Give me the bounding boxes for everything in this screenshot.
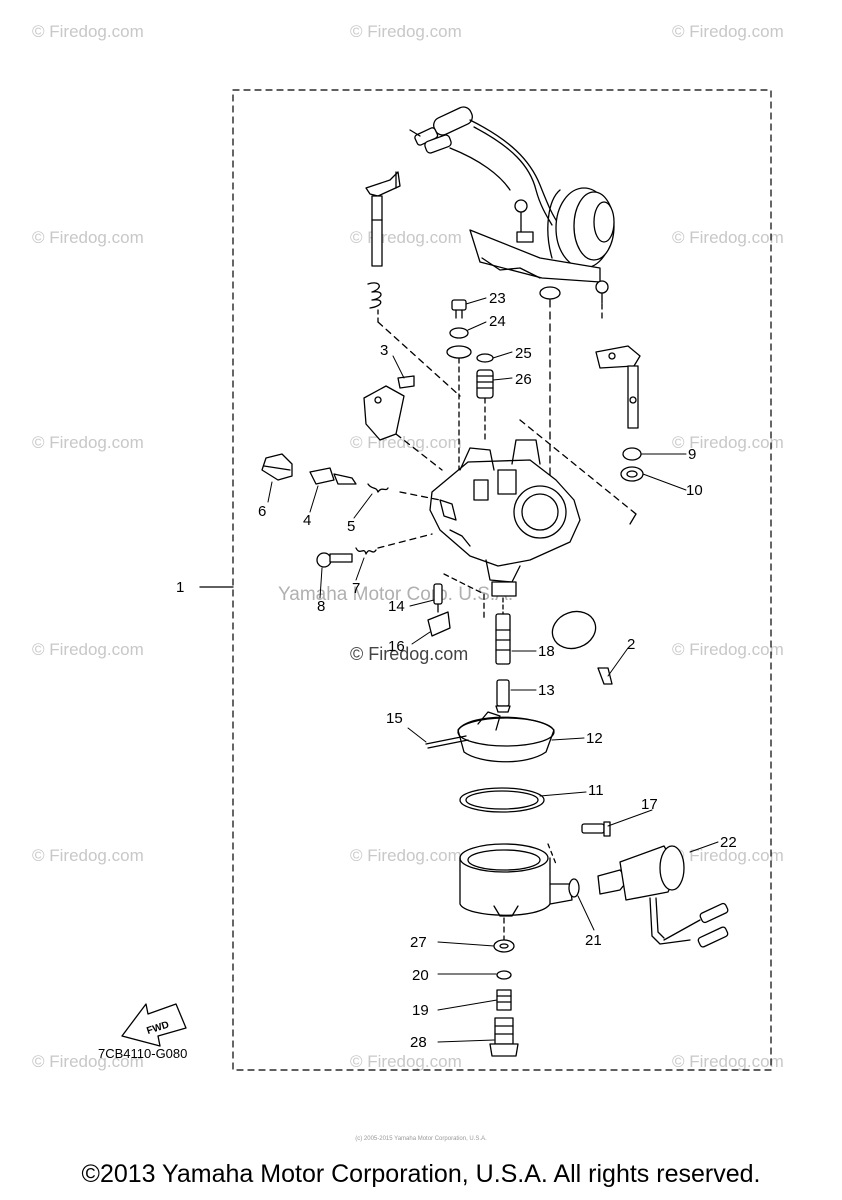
watermark: © Firedog.com — [672, 433, 784, 452]
label-part-5: 5 — [347, 518, 356, 535]
label-part-6: 6 — [258, 503, 267, 520]
throttle-shaft — [365, 171, 461, 397]
mixture-screw-group — [261, 453, 441, 501]
watermark: © Firedog.com — [32, 640, 144, 659]
label-part-16: 16 — [388, 638, 405, 655]
copyright-footer: ©2013 Yamaha Motor Corporation, U.S.A. A… — [81, 1160, 761, 1188]
label-part-22: 22 — [720, 834, 737, 851]
label-part-4: 4 — [303, 512, 312, 529]
label-part-23: 23 — [489, 290, 506, 307]
label-part-24: 24 — [489, 313, 506, 330]
label-part-11: 11 — [588, 782, 604, 799]
label-part-20: 20 — [412, 967, 429, 984]
throttle-stop-screw — [316, 533, 433, 568]
watermark: © Firedog.com — [32, 22, 144, 41]
label-part-21: 21 — [585, 932, 602, 949]
diagram-code: 7CB4110-G080 — [98, 1046, 188, 1061]
fuel-cut-solenoid — [568, 845, 729, 948]
leader-lines — [267, 297, 719, 1043]
label-part-25: 25 — [515, 345, 532, 362]
tiny-copyright: (c) 2005-2015 Yamaha Motor Corporation, … — [355, 1136, 487, 1142]
label-part-17: 17 — [641, 796, 658, 813]
label-part-13: 13 — [538, 682, 555, 699]
label-part-18: 18 — [538, 643, 555, 660]
watermark: © Firedog.com — [672, 1052, 784, 1071]
label-part-15: 15 — [386, 710, 403, 727]
float-assembly — [425, 711, 555, 763]
diaphragm-actuator — [469, 187, 615, 511]
assembly-frame — [232, 89, 772, 1071]
label-part-8: 8 — [317, 598, 326, 615]
label-part-1: 1 — [176, 579, 185, 596]
watermark: © Firedog.com — [32, 1052, 144, 1071]
jet-group-left — [427, 573, 485, 637]
watermark-center: © Firedog.com — [350, 644, 469, 664]
watermark: © Firedog.com — [672, 846, 784, 865]
pilot-screw-group — [446, 299, 494, 471]
drain-bolt-group — [489, 939, 519, 1057]
label-part-12: 12 — [586, 730, 603, 747]
label-part-10: 10 — [686, 482, 703, 499]
watermark: © Firedog.com — [350, 1052, 462, 1071]
watermark: © Firedog.com — [32, 433, 144, 452]
label-part-2: 2 — [627, 636, 636, 653]
label-part-19: 19 — [412, 1002, 429, 1019]
watermark: © Firedog.com — [350, 846, 462, 865]
choke-shaft — [595, 345, 644, 482]
label-part-26: 26 — [515, 371, 532, 388]
float-bowl — [459, 843, 573, 945]
cover-plate — [363, 375, 443, 471]
throttle-valve — [551, 610, 613, 685]
fwd-arrow-icon — [121, 1003, 187, 1047]
watermark: © Firedog.com — [32, 846, 144, 865]
watermark: © Firedog.com — [672, 22, 784, 41]
label-part-7: 7 — [352, 580, 361, 597]
watermark: © Firedog.com — [32, 228, 144, 247]
wire-harness — [409, 106, 561, 227]
label-part-9: 9 — [688, 446, 697, 463]
label-part-28: 28 — [410, 1034, 427, 1051]
watermark-company: Yamaha Motor Corp. U.S.A. — [278, 584, 514, 605]
watermark: © Firedog.com — [672, 228, 784, 247]
label-part-14: 14 — [388, 598, 405, 615]
float-bowl-gasket — [459, 787, 545, 813]
label-part-3: 3 — [380, 342, 389, 359]
drain-screw — [581, 821, 611, 837]
watermark: © Firedog.com — [350, 22, 462, 41]
watermark: © Firedog.com — [672, 640, 784, 659]
carburetor-body — [429, 419, 637, 597]
label-part-27: 27 — [410, 934, 427, 951]
main-nozzle — [495, 597, 511, 713]
